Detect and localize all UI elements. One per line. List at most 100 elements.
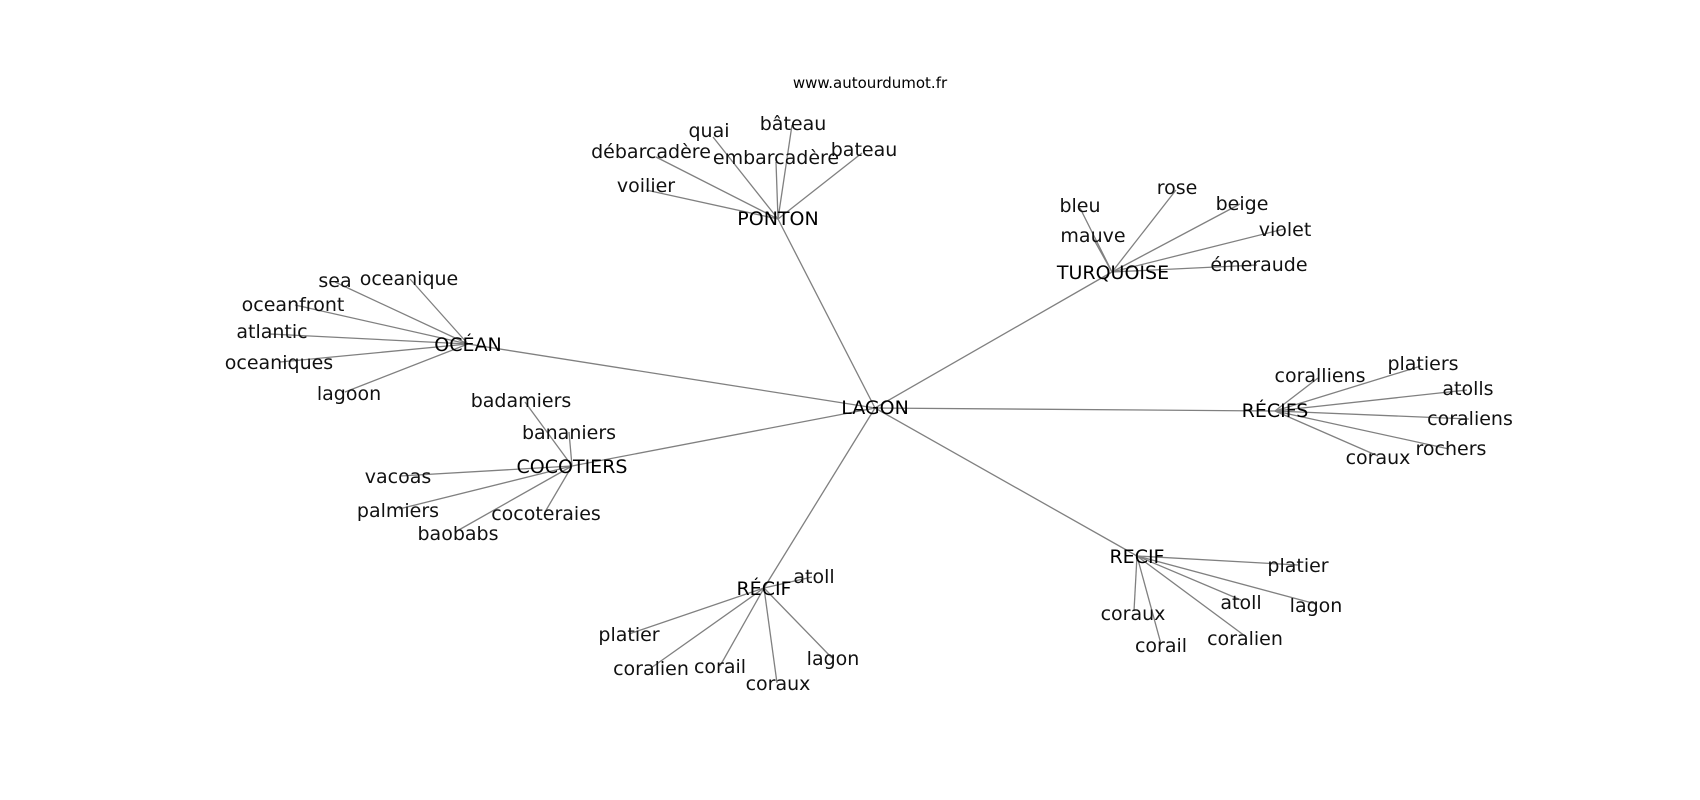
edge-cocotiers-badamiers bbox=[524, 401, 573, 467]
leaf-label: embarcadère bbox=[713, 147, 839, 169]
leaf-label: coraux bbox=[1346, 447, 1411, 469]
edge-recifs-rochers bbox=[1274, 410, 1450, 450]
leaf-label: platier bbox=[598, 624, 659, 646]
leaf-label: atoll bbox=[793, 566, 834, 588]
leaf-label: coraux bbox=[746, 673, 811, 695]
edge-recif-accent-coralien bbox=[650, 587, 765, 669]
leaf-label: oceaniques bbox=[225, 352, 333, 374]
leaf-label: bleu bbox=[1059, 195, 1100, 217]
edge-center-ponton bbox=[777, 218, 876, 409]
edge-cocotiers-palmiers bbox=[398, 465, 573, 510]
edge-recif-coraux bbox=[1133, 555, 1138, 612]
edge-cocotiers-vacoas bbox=[399, 465, 573, 477]
leaf-label: atoll bbox=[1220, 592, 1261, 614]
leaf-label: oceanfront bbox=[242, 294, 345, 316]
leaf-label: atolls bbox=[1442, 378, 1493, 400]
leaf-label: coralien bbox=[1207, 628, 1283, 650]
leaf-label: bateau bbox=[831, 139, 898, 161]
edge-recif-accent-atoll bbox=[763, 576, 813, 589]
leaf-label: platiers bbox=[1387, 353, 1458, 375]
leaf-label: quai bbox=[688, 120, 729, 142]
leaf-label: baobabs bbox=[418, 523, 499, 545]
edge-ocean-lagoon bbox=[344, 343, 469, 393]
edge-recif-accent-platier bbox=[628, 587, 765, 635]
edge-ocean-atlantic bbox=[269, 333, 469, 345]
edge-ocean-oceanique bbox=[409, 278, 469, 345]
labels-layer: www.autourdumot.fr LAGON PONTON quai bât… bbox=[225, 74, 1513, 695]
leaf-label: lagon bbox=[1290, 595, 1343, 617]
edge-recifs-atolls bbox=[1274, 389, 1468, 412]
edge-turquoise-beige bbox=[1111, 203, 1241, 273]
edge-center-recifs bbox=[874, 407, 1276, 412]
hub-label-turquoise: TURQUOISE bbox=[1056, 262, 1169, 284]
edge-turquoise-violet bbox=[1111, 228, 1285, 273]
leaf-label: coralien bbox=[613, 658, 689, 680]
edge-cocotiers-bananiers bbox=[568, 431, 573, 467]
leaf-label: bâteau bbox=[760, 113, 827, 135]
edge-turquoise-emeraude bbox=[1111, 264, 1258, 273]
leaf-label: voilier bbox=[617, 175, 675, 197]
leaf-label: lagoon bbox=[317, 383, 381, 405]
leaf-label: coralliens bbox=[1275, 365, 1366, 387]
edge-turquoise-mauve bbox=[1092, 237, 1113, 273]
edge-recifs-coraliens bbox=[1274, 410, 1470, 420]
edge-turquoise-rose bbox=[1111, 189, 1177, 273]
hub-label-cocotiers: COCOTIERS bbox=[517, 456, 628, 478]
leaf-label: badamiers bbox=[471, 390, 572, 412]
edge-ocean-oceanfront bbox=[294, 304, 469, 345]
edge-recif-coralien bbox=[1136, 555, 1246, 637]
edge-ocean-oceaniques bbox=[279, 343, 469, 363]
leaf-label: mauve bbox=[1060, 225, 1125, 247]
edge-recif-accent-coraux bbox=[763, 587, 778, 684]
edge-recif-lagon bbox=[1136, 555, 1317, 605]
hub-label-ocean: OCÉAN bbox=[434, 333, 501, 356]
edge-center-ocean bbox=[467, 343, 876, 409]
leaf-label: émeraude bbox=[1210, 254, 1307, 276]
center-node-label: LAGON bbox=[841, 397, 909, 419]
edge-ponton-bateau-accent bbox=[777, 124, 793, 220]
edge-center-cocotiers bbox=[571, 407, 876, 467]
leaf-label: sea bbox=[318, 270, 351, 292]
edge-ponton-debarcadere bbox=[655, 156, 779, 220]
edge-recifs-coralliens bbox=[1274, 377, 1319, 412]
edge-ocean-sea bbox=[334, 281, 469, 345]
leaf-label: bananiers bbox=[522, 422, 616, 444]
leaf-label: coraux bbox=[1101, 603, 1166, 625]
leaf-label: coraliens bbox=[1427, 408, 1513, 430]
leaf-label: atlantic bbox=[236, 321, 307, 343]
edge-ponton-embarcadere bbox=[775, 161, 779, 220]
edge-ponton-voilier bbox=[645, 189, 779, 220]
edge-cocotiers-cocoteraies bbox=[544, 465, 573, 513]
hub-label-recifs: RÉCIFS bbox=[1242, 399, 1309, 422]
edge-recifs-coraux bbox=[1274, 410, 1379, 457]
edge-recif-platier bbox=[1136, 555, 1299, 566]
leaf-label: corail bbox=[1135, 635, 1187, 657]
edge-recif-atoll bbox=[1136, 555, 1242, 601]
leaf-label: rose bbox=[1157, 177, 1198, 199]
leaf-label: palmiers bbox=[357, 500, 439, 522]
hub-label-recif-accent: RÉCIF bbox=[736, 577, 791, 600]
edge-center-recif-no-accent bbox=[874, 407, 1138, 557]
hub-label-recif: RECIF bbox=[1109, 546, 1164, 568]
edge-cocotiers-baobabs bbox=[456, 465, 573, 532]
leaf-label: oceanique bbox=[360, 268, 459, 290]
edges-layer bbox=[269, 124, 1470, 684]
leaf-label: violet bbox=[1259, 219, 1312, 241]
edge-ponton-quai bbox=[712, 136, 779, 220]
edge-ponton-bateau bbox=[777, 152, 863, 220]
leaf-label: cocoteraies bbox=[491, 503, 601, 525]
edge-recif-accent-corail bbox=[719, 587, 765, 667]
leaf-label: corail bbox=[694, 656, 746, 678]
watermark-text: www.autourdumot.fr bbox=[793, 74, 948, 92]
leaf-label: débarcadère bbox=[591, 141, 711, 163]
edge-recif-corail bbox=[1136, 555, 1162, 645]
leaf-label: platier bbox=[1267, 555, 1328, 577]
edge-center-recif-accent bbox=[763, 407, 876, 589]
edge-center-turquoise bbox=[874, 271, 1113, 409]
leaf-label: lagon bbox=[807, 648, 860, 670]
hub-label-ponton: PONTON bbox=[737, 208, 818, 230]
edge-recif-accent-lagon bbox=[763, 587, 833, 659]
leaf-label: beige bbox=[1216, 193, 1269, 215]
leaf-label: vacoas bbox=[365, 466, 432, 488]
